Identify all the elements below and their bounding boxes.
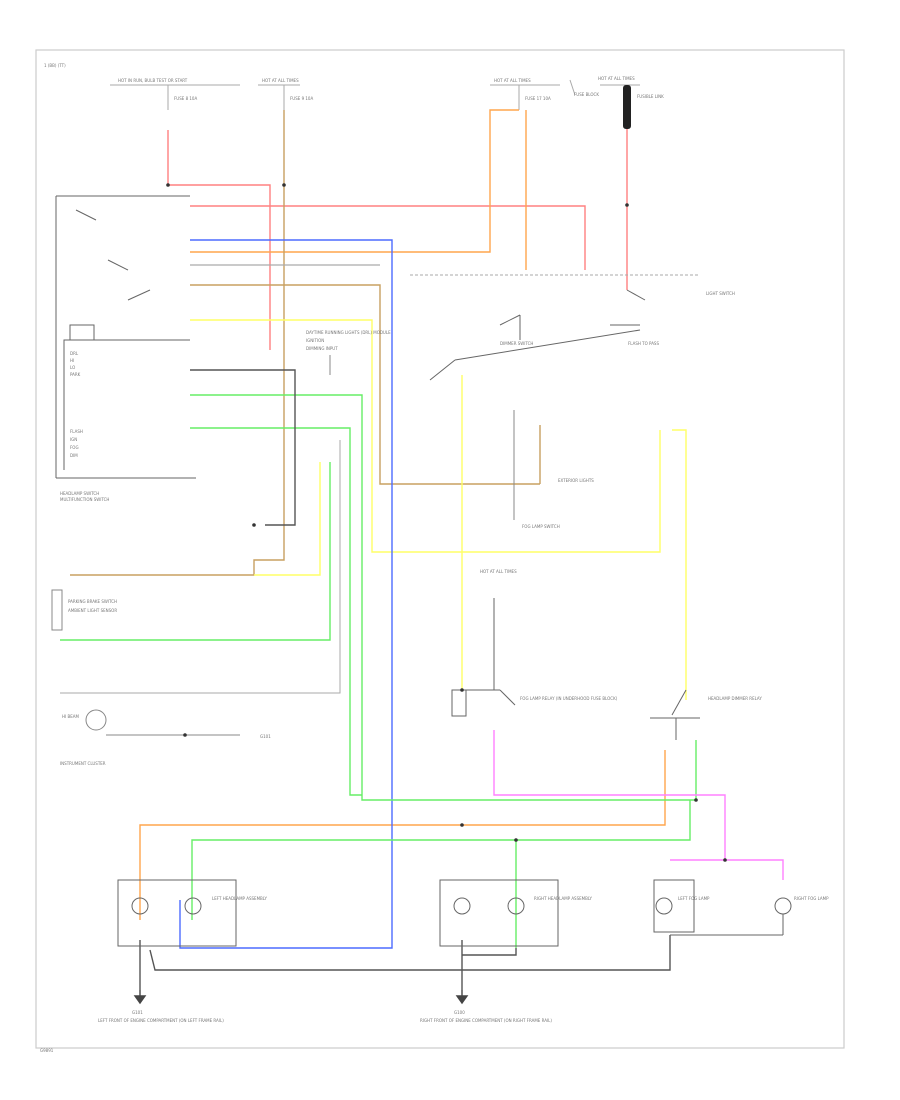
left-ground-label: LEFT FRONT OF ENGINE COMPARTMENT (ON LEF… xyxy=(98,1018,224,1023)
wire-green-3 xyxy=(60,462,331,641)
fuse-mid-label: FUSE 9 10A xyxy=(290,96,313,101)
parking-brake-switch xyxy=(51,589,63,631)
svg-text:PARK: PARK xyxy=(70,372,81,377)
right-headlamp-label: RIGHT HEADLAMP ASSEMBLY xyxy=(534,896,593,901)
left-fog-lamp xyxy=(653,879,695,933)
wire-red-2 xyxy=(190,205,586,270)
right-fog-label: RIGHT FOG LAMP xyxy=(794,896,829,901)
dimming-input-label: DIMMING INPUT xyxy=(306,346,338,351)
ignition-label: IGNITION xyxy=(306,338,324,343)
svg-text:FOG: FOG xyxy=(70,445,79,450)
corner-label-top: 1 (BB) (TT) xyxy=(44,63,66,68)
right-headlamp-assembly xyxy=(439,879,559,947)
wire-green-4 xyxy=(191,800,691,920)
headlamp-dimmer-relay xyxy=(650,689,700,740)
instrument-cluster-label: INSTRUMENT CLUSTER xyxy=(60,761,106,766)
multifunction-label: MULTIFUNCTION SWITCH xyxy=(60,497,109,502)
wire-black xyxy=(190,369,296,526)
svg-text:LO: LO xyxy=(70,365,75,370)
hi-beam-relay-label: HEADLAMP DIMMER RELAY xyxy=(708,696,762,701)
wire-red xyxy=(167,130,271,350)
svg-text:HI: HI xyxy=(70,358,74,363)
fusible-link xyxy=(623,85,631,129)
dimmer-switch-label: DIMMER SWITCH xyxy=(500,341,533,346)
top-bus xyxy=(110,79,640,96)
wire-tan xyxy=(70,110,285,576)
fog-lamp-relay xyxy=(451,598,516,717)
switch-pin-labels: DRL HI LO PARK FLASH IGN FOG DIM xyxy=(70,351,83,458)
fuses xyxy=(167,85,520,110)
hot-at-label: HOT AT ALL TIMES xyxy=(598,76,635,81)
fusible-link-label: FUSIBLE LINK xyxy=(637,94,664,99)
fog-relay-label: FOG LAMP RELAY (IN UNDERHOOD FUSE BLOCK) xyxy=(520,696,618,701)
hot-run-label: HOT IN RUN, BULB TEST OR START xyxy=(118,78,188,83)
fuse-block-label: FUSE BLOCK xyxy=(574,92,599,97)
fog-switch-label: FOG LAMP SWITCH xyxy=(522,524,560,529)
parking-brake-label: PARKING BRAKE SWITCH xyxy=(68,599,117,604)
right-fog-lamp xyxy=(670,897,792,936)
wire-blue xyxy=(179,239,393,949)
exterior-lights-label: EXTERIOR LIGHTS xyxy=(558,478,594,483)
svg-text:FLASH: FLASH xyxy=(70,429,83,434)
left-fog-label: LEFT FOG LAMP xyxy=(678,896,710,901)
diagram-frame xyxy=(35,49,845,1049)
junction-dots xyxy=(166,183,727,862)
right-ground-label: RIGHT FRONT OF ENGINE COMPARTMENT (ON RI… xyxy=(420,1018,552,1023)
flash-to-pass-label: FLASH TO PASS xyxy=(628,341,659,346)
wire-green-2 xyxy=(190,427,362,796)
fuse-left-label: FUSE 8 10A xyxy=(174,96,197,101)
ground-ref-label: G101 xyxy=(260,734,271,739)
ground-left xyxy=(133,990,147,1005)
g100-label: G100 xyxy=(454,1010,465,1015)
svg-text:DRL: DRL xyxy=(70,351,79,356)
wire-green xyxy=(190,394,697,801)
headlamp-switch-box xyxy=(55,195,196,479)
left-headlamp-assembly xyxy=(117,879,237,947)
hi-beam-indicator-label: HI BEAM xyxy=(62,714,79,719)
wire-black-5 xyxy=(462,948,517,956)
light-switch-label: LIGHT SWITCH xyxy=(706,291,735,296)
hot-at-all-times-fog: HOT AT ALL TIMES xyxy=(480,569,517,574)
hot-all-times-label-1: HOT AT ALL TIMES xyxy=(262,78,299,83)
wire-black-3 xyxy=(149,935,671,971)
wire-yellow-4 xyxy=(254,462,321,576)
left-headlamp-label: LEFT HEADLAMP ASSEMBLY xyxy=(212,896,267,901)
hi-beam-indicator xyxy=(85,709,240,736)
wire-orange-3 xyxy=(139,750,666,920)
hot-all-times-label-2: HOT AT ALL TIMES xyxy=(494,78,531,83)
wire-pink xyxy=(493,730,784,880)
wire-tan-2 xyxy=(190,284,540,485)
corner-label-bottom: G9891 xyxy=(40,1048,54,1053)
g101-label: G101 xyxy=(132,1010,143,1015)
ambient-sensor-label: AMBIENT LIGHT SENSOR xyxy=(68,608,117,613)
svg-text:IGN: IGN xyxy=(70,437,77,442)
fuse-right-label: FUSE 17 10A xyxy=(525,96,551,101)
wire-yellow-3 xyxy=(672,429,687,700)
wire-orange xyxy=(190,109,519,253)
dimmer-switch xyxy=(429,289,646,381)
drl-module-label: DAYTIME RUNNING LIGHTS (DRL) MODULE xyxy=(306,330,391,335)
headlamp-switch-label: HEADLAMP SWITCH xyxy=(60,491,99,496)
wire-yellow xyxy=(190,319,661,553)
ground-right xyxy=(455,990,469,1005)
svg-text:DIM: DIM xyxy=(70,453,78,458)
wire-gray-2 xyxy=(60,440,341,694)
